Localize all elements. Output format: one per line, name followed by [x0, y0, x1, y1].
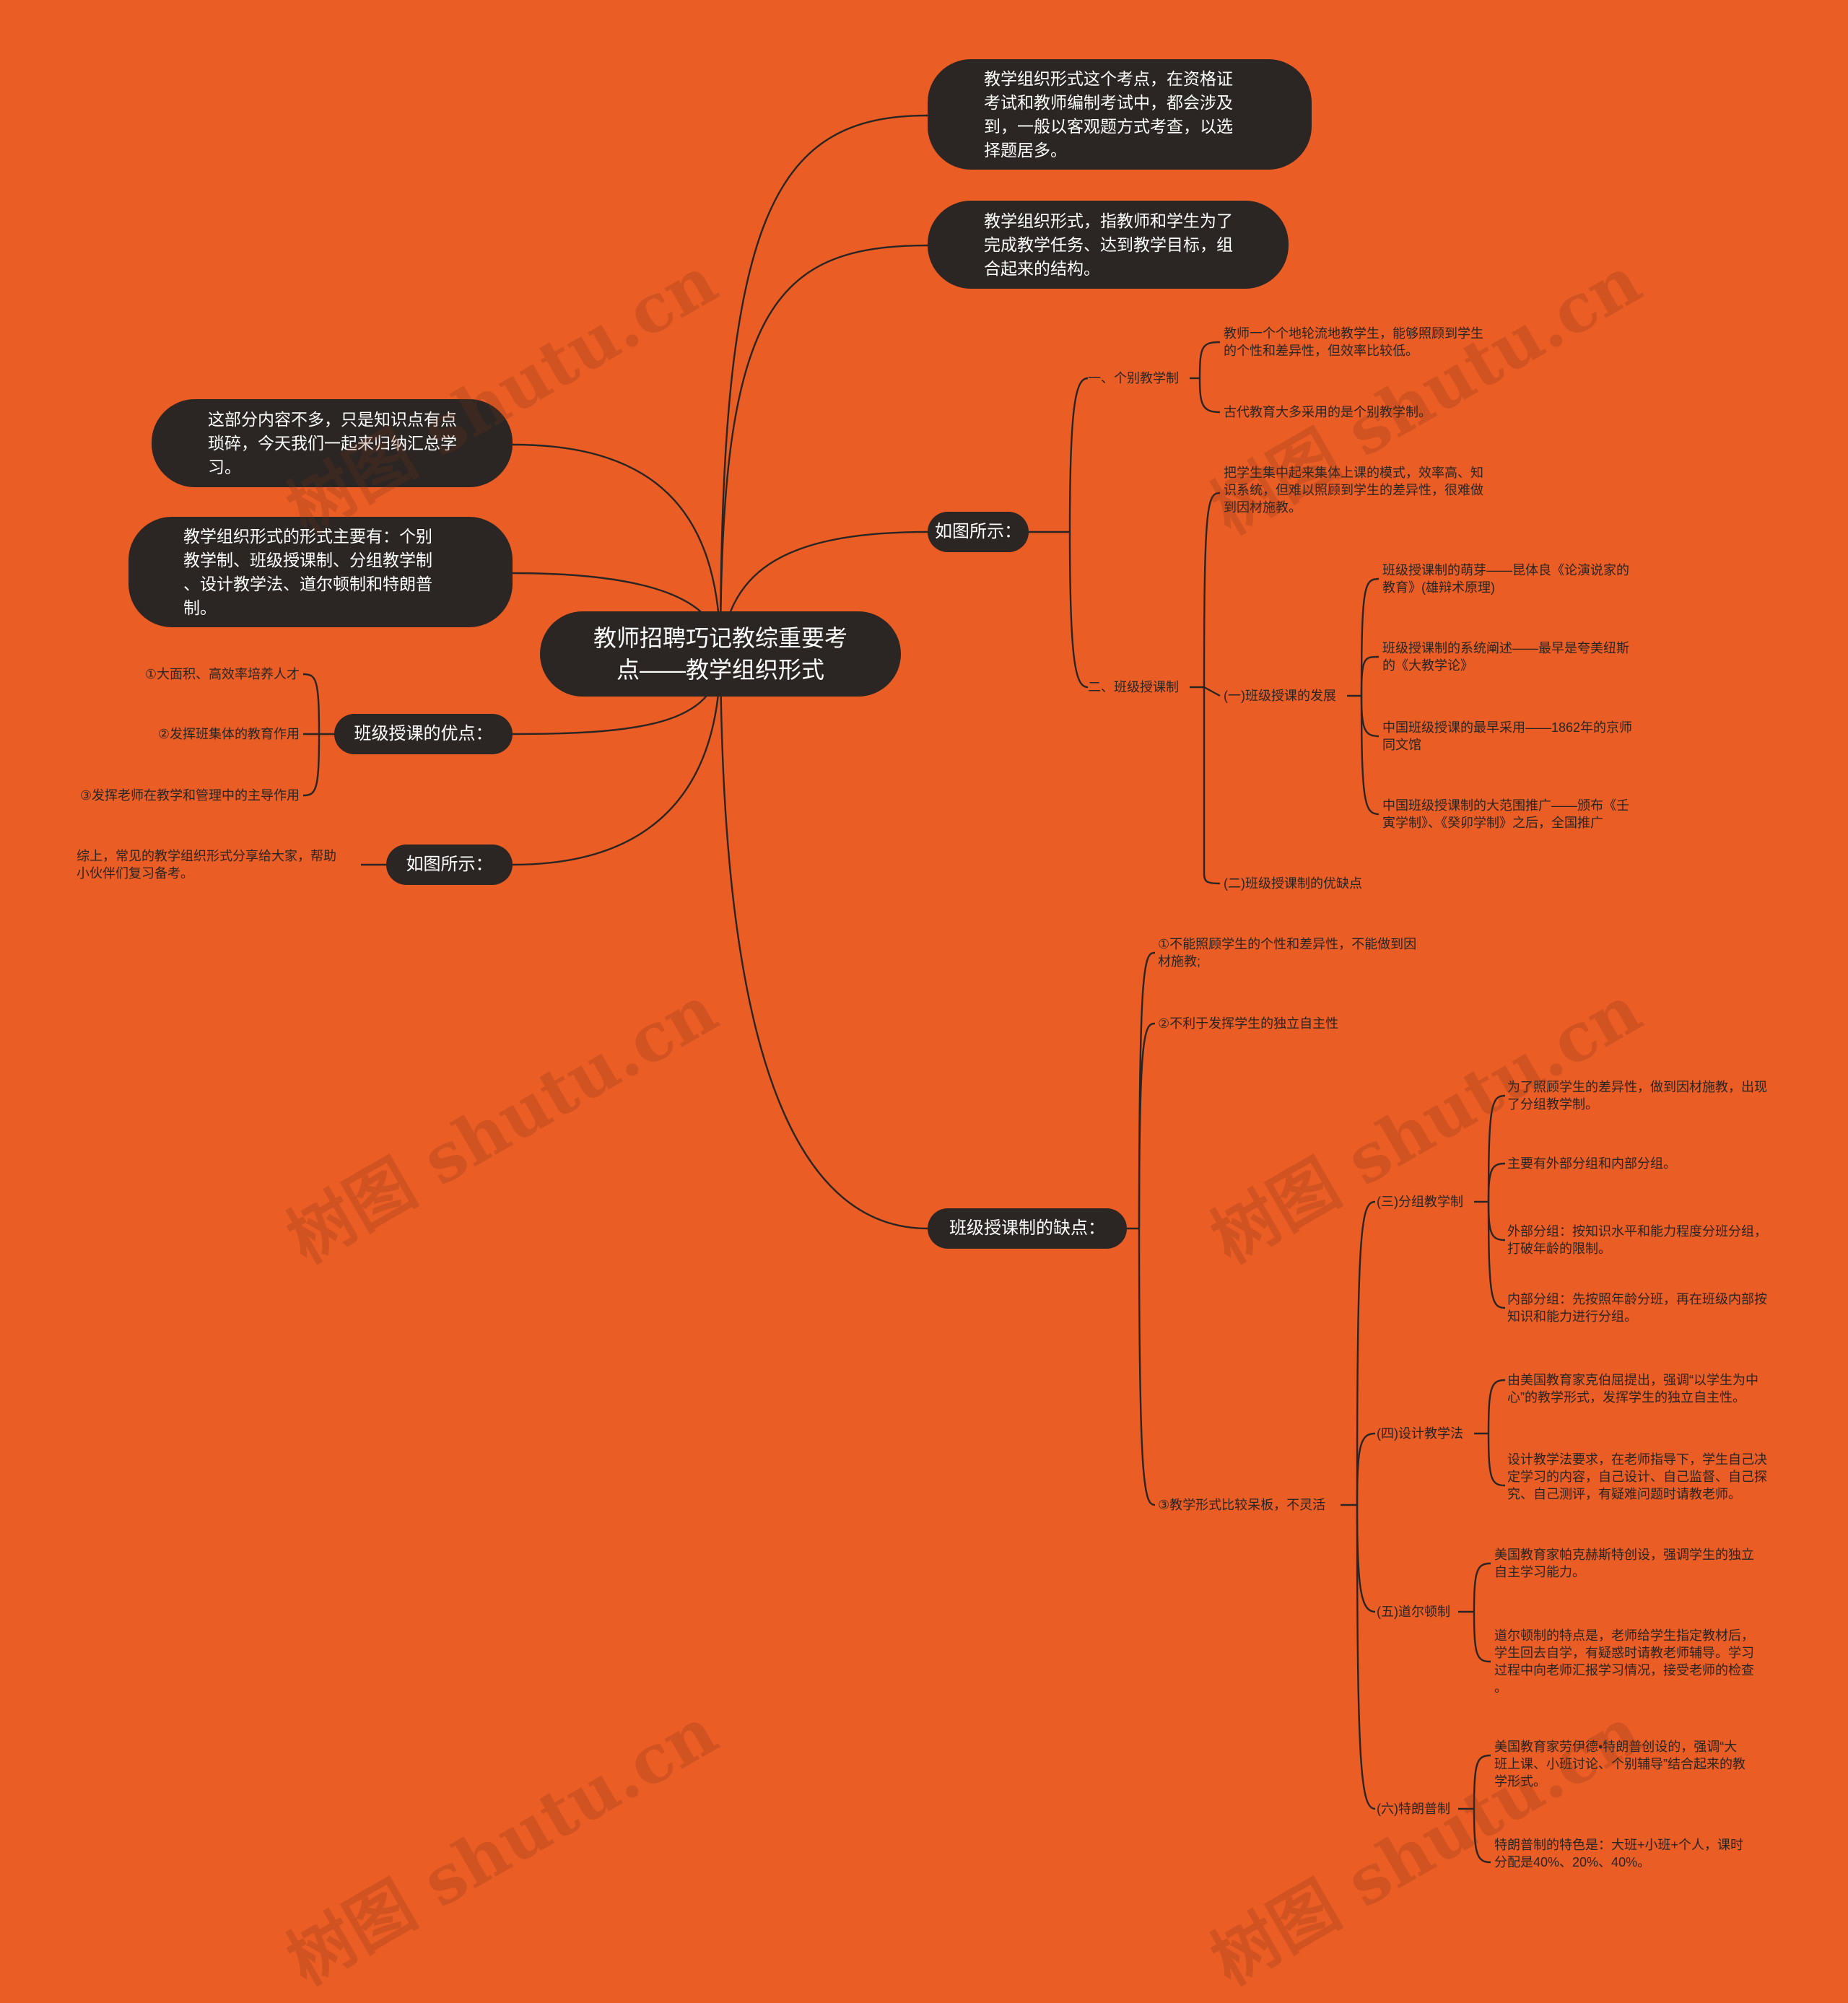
- group-teaching-label[interactable]: (三)分组教学制: [1377, 1195, 1463, 1209]
- development-item-1: 班级授课制的萌芽——昆体良《论演说家的 教育》(雄辩术原理): [1382, 563, 1629, 595]
- root-title: 教师招聘巧记教综重要考 点——教学组织形式: [593, 625, 847, 683]
- intro-definition-text: 教学组织形式，指教师和学生为了 完成教学任务、达到教学目标，组 合起来的结构。: [984, 211, 1233, 278]
- summary-text: 综上，常见的教学组织形式分享给大家，帮助 小伙伴们复习备考。: [77, 849, 336, 881]
- advantage-item-2: ②发挥班集体的教育作用: [157, 727, 300, 741]
- development-item-3: 中国班级授课的最早采用——1862年的京师 同文馆: [1382, 720, 1633, 752]
- advantages-label: 班级授课的优点：: [354, 724, 493, 743]
- trump-item-2: 特朗普制的特色是：大班+小班+个人，课时 分配是40%、20%、40%。: [1494, 1838, 1744, 1869]
- intro-node-exam[interactable]: 教学组织形式这个考点，在资格证 考试和教师编制考试中，都会涉及 到，一般以客观题…: [928, 59, 1312, 170]
- advantage-item-1: ①大面积、高效率培养人才: [144, 667, 300, 681]
- group-item-2: 主要有外部分组和内部分组。: [1507, 1156, 1676, 1171]
- design-method-label[interactable]: (四)设计教学法: [1377, 1426, 1463, 1441]
- cons-item-1: ①不能照顾学生的个性和差异性，不能做到因 材施教;: [1158, 937, 1417, 969]
- group-item-4: 内部分组：先按照年龄分班，再在班级内部按 知识和能力进行分组。: [1507, 1292, 1767, 1324]
- branch-cons-node[interactable]: 班级授课制的缺点：: [928, 1208, 1127, 1249]
- individual-item-1: 教师一个个地轮流地教学生，能够照顾到学生 的个性和差异性，但效率比较低。: [1224, 326, 1483, 358]
- branch-cons-label: 班级授课制的缺点：: [949, 1218, 1105, 1238]
- class-development-label[interactable]: (一)班级授课的发展: [1224, 689, 1336, 703]
- dalton-item-2: 道尔顿制的特点是，老师给学生指定教材后， 学生回去自学，有疑惑时请教老师辅导。学…: [1494, 1628, 1754, 1695]
- design-item-2: 设计教学法要求，在老师指导下，学生自己决 定学习的内容，自己设计、自己监督、自己…: [1507, 1452, 1767, 1501]
- summary-node[interactable]: 如图所示：: [386, 845, 513, 885]
- cons-item-3-label[interactable]: ③教学形式比较呆板，不灵活: [1158, 1498, 1326, 1512]
- dalton-plan-label[interactable]: (五)道尔顿制: [1377, 1605, 1450, 1619]
- cons-item-2: ②不利于发挥学生的独立自主性: [1158, 1016, 1339, 1031]
- left-forms-node[interactable]: 教学组织形式的形式主要有：个别 教学制、班级授课制、分组教学制 、设计教学法、道…: [128, 517, 513, 627]
- dalton-item-1: 美国教育家帕克赫斯特创设，强调学生的独立 自主学习能力。: [1494, 1548, 1754, 1579]
- individual-teaching-label[interactable]: 一、个别教学制: [1088, 371, 1179, 385]
- trump-plan-label[interactable]: (六)特朗普制: [1377, 1802, 1450, 1816]
- group-item-1: 为了照顾学生的差异性，做到因材施教，出现 了分组教学制。: [1507, 1080, 1767, 1112]
- left-forms-text: 教学组织形式的形式主要有：个别 教学制、班级授课制、分组教学制 、设计教学法、道…: [183, 526, 432, 617]
- branch-ruotu-label: 如图所示：: [935, 522, 1021, 541]
- left-intro-node[interactable]: 这部分内容不多，只是知识点有点 琐碎，今天我们一起来归纳汇总学 习。: [152, 399, 513, 487]
- advantages-node[interactable]: 班级授课的优点：: [334, 714, 513, 754]
- intro-exam-text: 教学组织形式这个考点，在资格证 考试和教师编制考试中，都会涉及 到，一般以客观题…: [984, 69, 1233, 160]
- class-teaching-label[interactable]: 二、班级授课制: [1088, 680, 1179, 694]
- advantage-item-3: ③发挥老师在教学和管理中的主导作用: [79, 788, 300, 803]
- left-intro-text: 这部分内容不多，只是知识点有点 琐碎，今天我们一起来归纳汇总学 习。: [208, 409, 457, 476]
- group-item-3: 外部分组：按知识水平和能力程度分班分组， 打破年龄的限制。: [1507, 1224, 1767, 1256]
- development-item-2: 班级授课制的系统阐述——最早是夸美纽斯 的《大教学论》: [1382, 641, 1629, 673]
- intro-node-definition[interactable]: 教学组织形式，指教师和学生为了 完成教学任务、达到教学目标，组 合起来的结构。: [928, 201, 1289, 289]
- branch-ruotu-node[interactable]: 如图所示：: [928, 512, 1029, 552]
- individual-item-2: 古代教育大多采用的是个别教学制。: [1224, 405, 1431, 419]
- class-teaching-desc: 把学生集中起来集体上课的模式，效率高、知 识系统，但难以照顾到学生的差异性，很难…: [1224, 466, 1483, 515]
- summary-label: 如图所示：: [406, 855, 493, 874]
- design-item-1: 由美国教育家克伯屈提出，强调“以学生为中 心”的教学形式，发挥学生的独立自主性。: [1507, 1373, 1758, 1405]
- class-pros-cons-label[interactable]: (二)班级授课制的优缺点: [1224, 876, 1362, 891]
- root-topic[interactable]: 教师招聘巧记教综重要考 点——教学组织形式: [540, 611, 901, 697]
- trump-item-1: 美国教育家劳伊德•特朗普创设的，强调“大 班上课、小班讨论、个别辅导”结合起来的…: [1494, 1740, 1745, 1789]
- development-item-4: 中国班级授课制的大范围推广——颁布《壬 寅学制》、《癸卯学制》之后，全国推广: [1382, 798, 1629, 830]
